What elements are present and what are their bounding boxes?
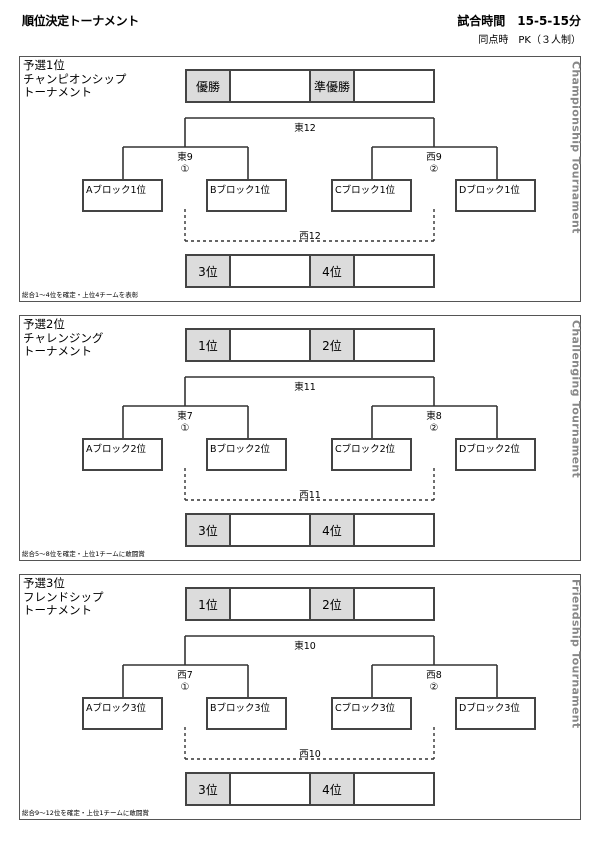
fourth-place-entry[interactable] (353, 515, 433, 545)
third-place-label: 3位 (187, 774, 229, 804)
team-box-b[interactable]: Bブロック1位 (206, 179, 287, 212)
runner-up-entry[interactable] (353, 71, 433, 101)
first-place-entry[interactable] (229, 330, 309, 360)
semi-left-match-label: 東9 (177, 152, 193, 163)
fourth-place-label: 4位 (309, 256, 353, 286)
pk-rule-note: 同点時 PK（３人制） (478, 35, 581, 46)
semi-left-order: ① (180, 423, 190, 434)
semi-right-order: ② (429, 423, 439, 434)
second-place-label: 2位 (309, 330, 353, 360)
first-place-label: 1位 (187, 330, 229, 360)
first-place-label: 1位 (187, 589, 229, 619)
semi-right-match-label: 西9 (426, 152, 442, 163)
runner-up-label: 準優勝 (309, 71, 353, 101)
fourth-place-label: 4位 (309, 774, 353, 804)
team-box-a[interactable]: Aブロック1位 (82, 179, 163, 212)
third-place-entry[interactable] (229, 774, 309, 804)
section-note: 総合5〜8位を確定・上位1チームに敢闘賞 (22, 550, 145, 558)
team-box-a[interactable]: Aブロック2位 (82, 438, 163, 471)
third-place-entry[interactable] (229, 256, 309, 286)
challenging-section: 予選2位 チャレンジング トーナメント Challenging Tourname… (19, 315, 583, 561)
final-match-label: 東11 (294, 382, 316, 393)
team-box-b[interactable]: Bブロック2位 (206, 438, 287, 471)
fourth-place-entry[interactable] (353, 256, 433, 286)
second-place-entry[interactable] (353, 589, 433, 619)
team-box-c[interactable]: Cブロック1位 (331, 179, 412, 212)
semi-left-order: ① (180, 164, 190, 175)
section-note: 総合9〜12位を確定・上位1チームに敢闘賞 (22, 809, 149, 817)
section-label: 予選3位 フレンドシップ トーナメント (23, 576, 104, 617)
fourth-place-label: 4位 (309, 515, 353, 545)
side-english-label: Challenging Tournament (569, 320, 583, 479)
friendship-section: 予選3位 フレンドシップ トーナメント Friendship Tournamen… (19, 574, 583, 820)
third-place-result-box: 3位 4位 (185, 513, 435, 547)
match-time-label: 試合時間 (457, 14, 506, 28)
second-place-label: 2位 (309, 589, 353, 619)
first-place-entry[interactable] (229, 589, 309, 619)
team-box-c[interactable]: Cブロック2位 (331, 438, 412, 471)
section-label: 予選1位 チャンピオンシップ トーナメント (23, 58, 127, 99)
third-place-label: 3位 (187, 515, 229, 545)
match-time-value: 15-5-15分 (517, 14, 581, 28)
final-result-box: 優勝 準優勝 (185, 69, 435, 103)
third-place-result-box: 3位 4位 (185, 772, 435, 806)
final-match-label: 東10 (294, 641, 316, 652)
semi-right-match-label: 西8 (426, 670, 442, 681)
championship-section: 予選1位 チャンピオンシップ トーナメント Championship Tourn… (19, 56, 583, 302)
third-place-match-label: 西11 (299, 490, 321, 501)
semi-right-match-label: 東8 (426, 411, 442, 422)
semi-right-order: ② (429, 164, 439, 175)
fourth-place-entry[interactable] (353, 774, 433, 804)
team-box-a[interactable]: Aブロック3位 (82, 697, 163, 730)
document-title: 順位決定トーナメント (22, 14, 140, 28)
third-place-match-label: 西12 (299, 231, 321, 242)
match-time-info: 試合時間 15-5-15分 (457, 12, 581, 29)
bracket-lines (122, 635, 498, 760)
third-place-label: 3位 (187, 256, 229, 286)
team-box-d[interactable]: Dブロック3位 (455, 697, 536, 730)
second-place-entry[interactable] (353, 330, 433, 360)
winner-entry[interactable] (229, 71, 309, 101)
team-box-c[interactable]: Cブロック3位 (331, 697, 412, 730)
semi-left-match-label: 東7 (177, 411, 193, 422)
final-result-box: 1位 2位 (185, 587, 435, 621)
winner-label: 優勝 (187, 71, 229, 101)
final-result-box: 1位 2位 (185, 328, 435, 362)
bracket-lines (122, 376, 498, 501)
side-english-label: Friendship Tournament (569, 579, 583, 729)
semi-right-order: ② (429, 682, 439, 693)
team-box-d[interactable]: Dブロック1位 (455, 179, 536, 212)
third-place-result-box: 3位 4位 (185, 254, 435, 288)
bracket-lines (122, 117, 498, 242)
third-place-entry[interactable] (229, 515, 309, 545)
semi-left-order: ① (180, 682, 190, 693)
semi-left-match-label: 西7 (177, 670, 193, 681)
final-match-label: 東12 (294, 123, 316, 134)
section-note: 総合1〜4位を確定・上位4チームを表彰 (22, 291, 139, 299)
side-english-label: Championship Tournament (569, 61, 583, 234)
team-box-b[interactable]: Bブロック3位 (206, 697, 287, 730)
section-label: 予選2位 チャレンジング トーナメント (23, 317, 104, 358)
team-box-d[interactable]: Dブロック2位 (455, 438, 536, 471)
third-place-match-label: 西10 (299, 749, 321, 760)
